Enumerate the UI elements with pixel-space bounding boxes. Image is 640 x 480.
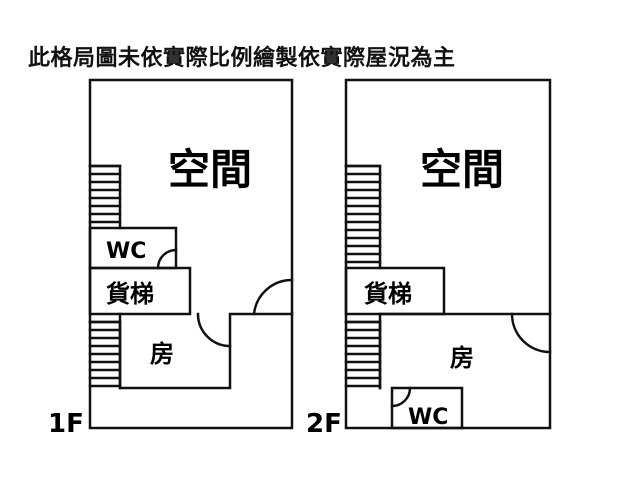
floor-1-level-label: 1F [48,409,84,439]
floor-1-space-label: 空間 [168,145,252,194]
floor-1-lower-staircase [88,320,122,390]
floor-1-elevator-room [88,266,192,316]
floor-2-elevator-label: 貨梯 [364,280,412,308]
floor-2-lower-staircase [344,320,382,390]
disclaimer-note: 此格局圖未依實際比例繪製依實際屋況為主 [28,46,456,71]
floor-2-wc-label: WC [408,405,448,430]
floor-1-room-wall [118,312,294,390]
floor-2-wc-room [390,386,464,430]
floor-1-plan [88,78,294,430]
floor-2-plan [344,78,552,430]
floor-1-wc-label: WC [106,239,146,264]
floor-1-room-door [196,312,232,348]
floor-2-upper-staircase [344,164,382,270]
floor-1-elevator-label: 貨梯 [106,280,154,308]
floor-2-room-label: 房 [450,344,474,372]
floor-1-wc-door-arc [156,248,178,270]
floor-2-wc-door [390,386,412,408]
floor-1-upper-staircase [88,164,122,230]
floor-2-space-label: 空間 [420,145,504,194]
floor-1-room-label: 房 [150,340,174,368]
floor-2-level-label: 2F [306,409,342,439]
floor-1-entry-door [252,278,294,316]
floor-2-room-door [510,312,552,354]
